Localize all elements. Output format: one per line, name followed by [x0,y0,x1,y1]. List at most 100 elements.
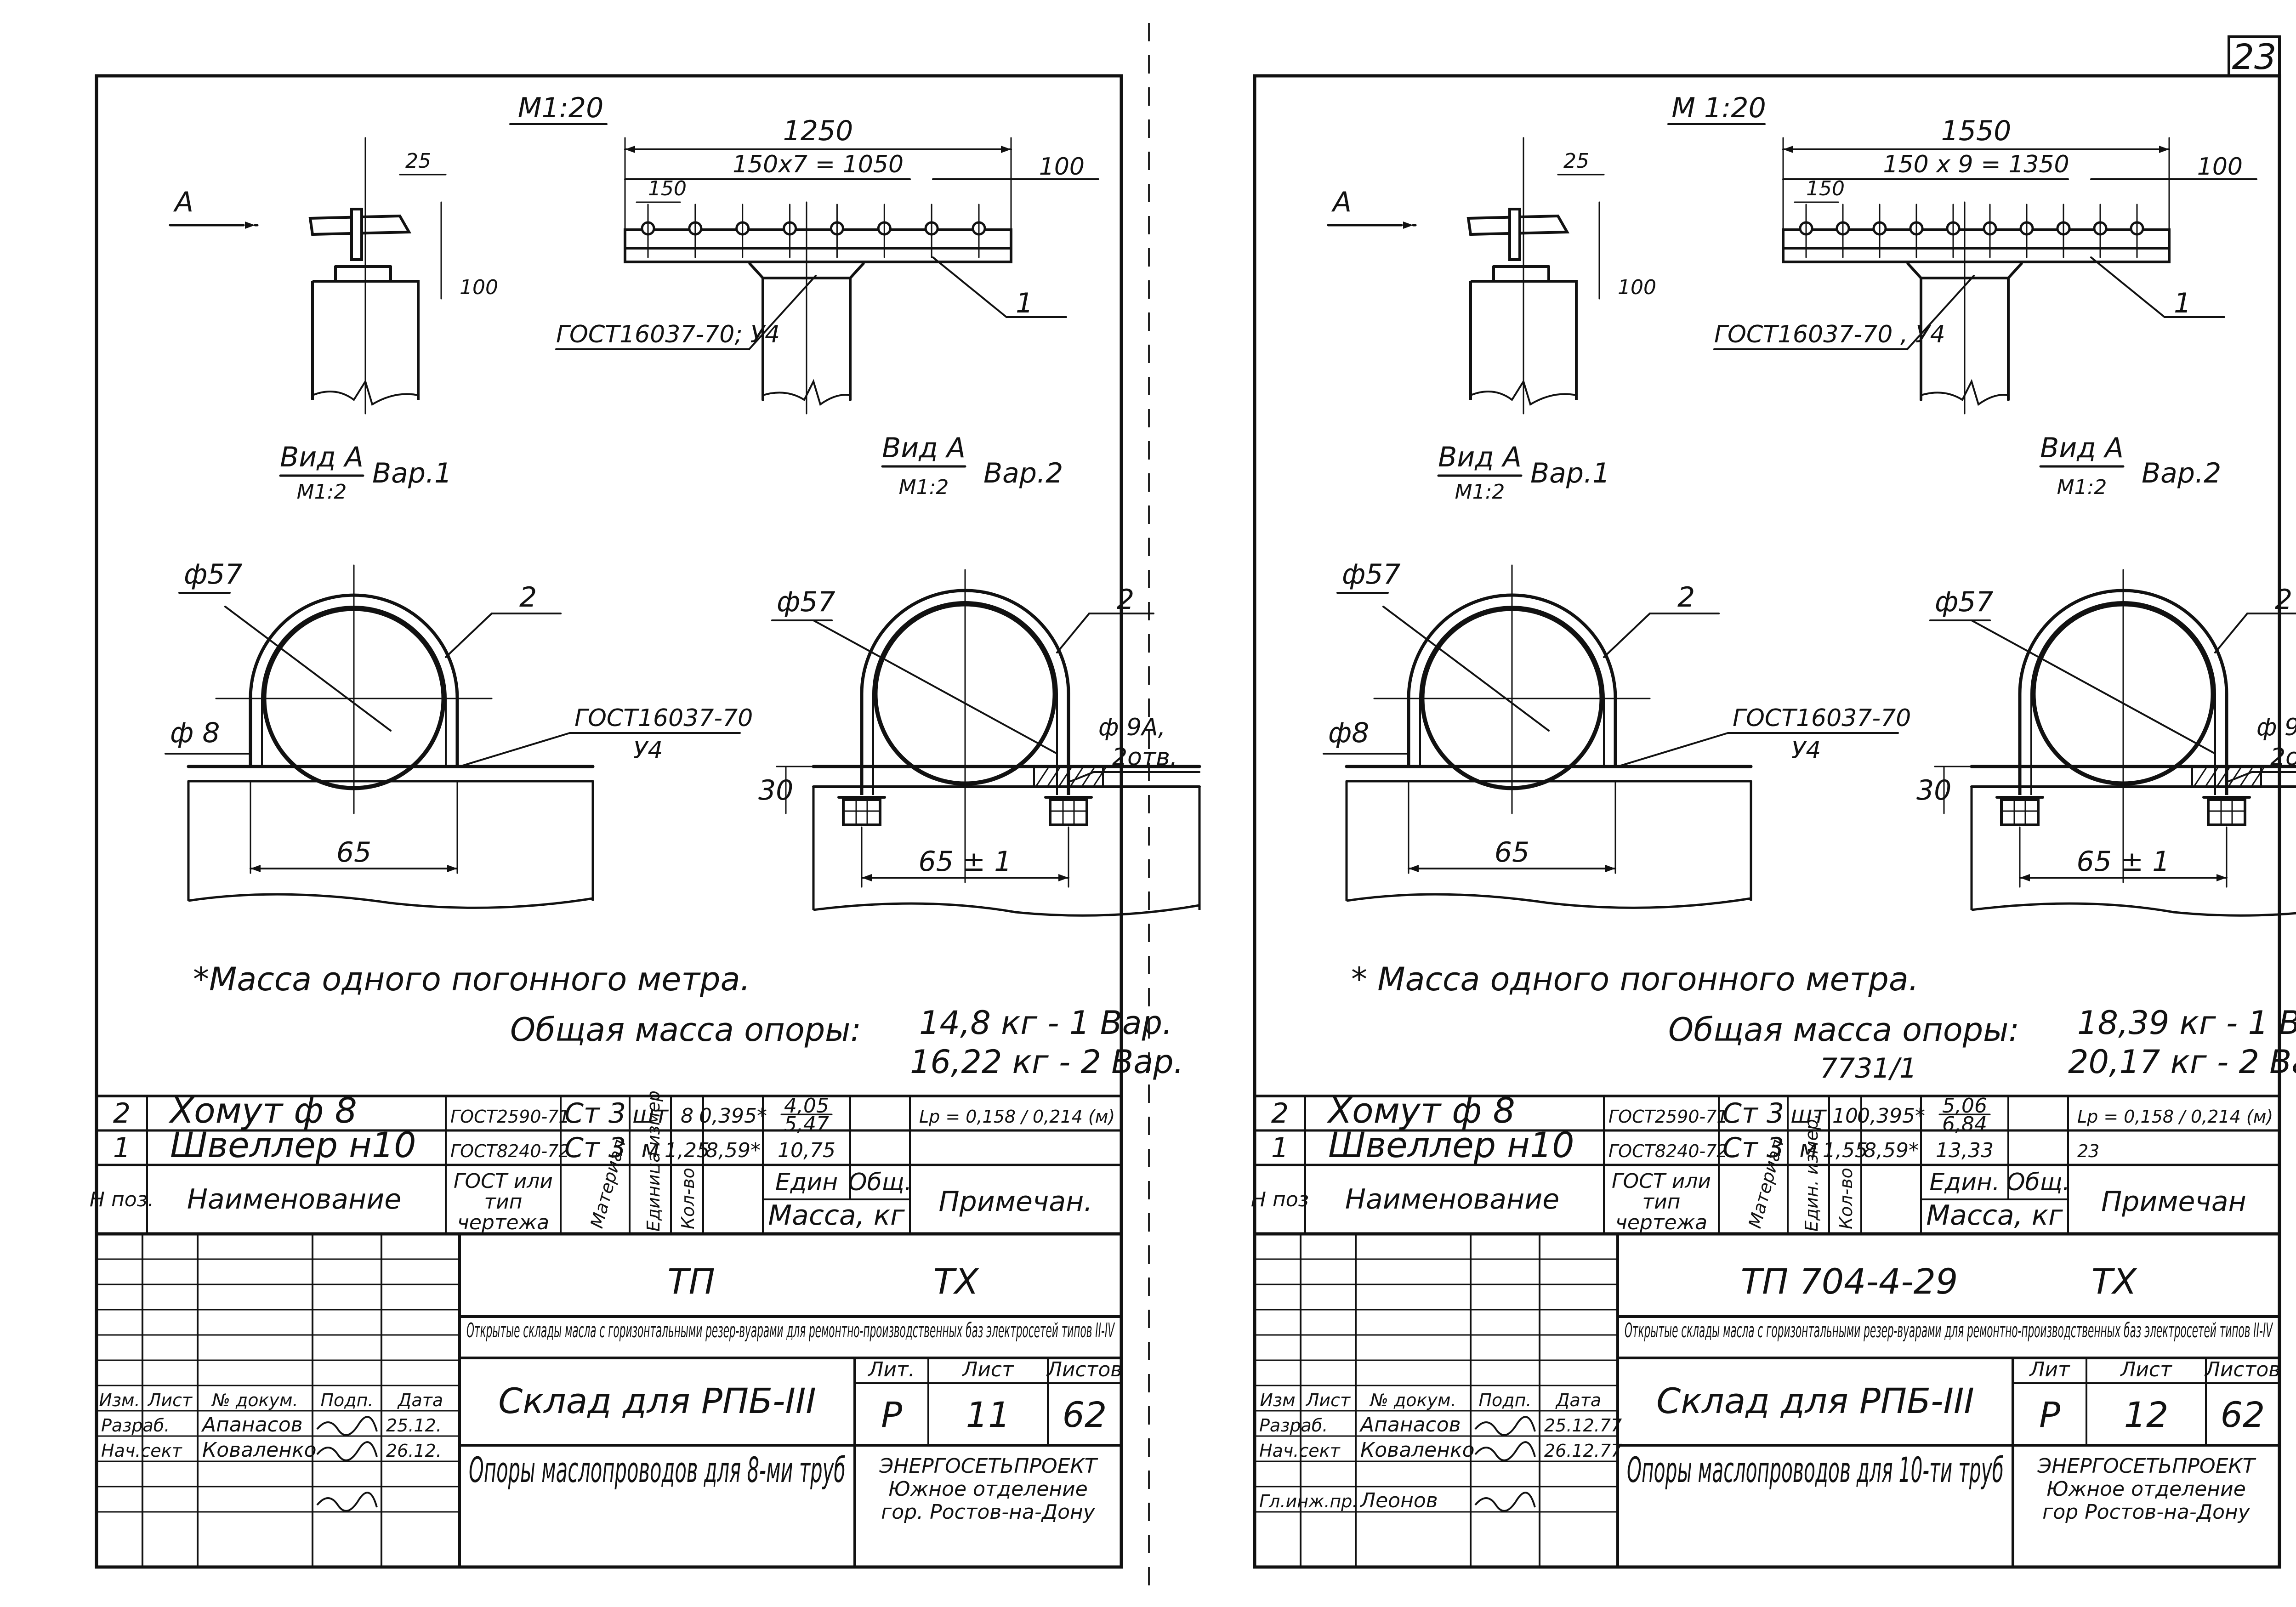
dim-series: 150x7 = 1050 [733,151,904,178]
tb-project: Открытые склады масла с горизонтальными … [466,1319,1115,1342]
tb-role-1: Разраб. [1259,1415,1328,1436]
spec-note: 23 [2077,1141,2099,1161]
view-a-var2-title: Вид А [2040,432,2124,464]
weld-note-var1: ГОСТ16037-70 [574,704,753,732]
tb-role-1: Разраб. [101,1415,170,1436]
signature [316,1441,378,1461]
spec-qty: 1,25 [665,1139,710,1162]
tb-date-2: 26.12.77 [1544,1441,1622,1461]
tb-sheet-name: Склад для РПБ-III [1656,1380,1974,1421]
spec-pos: 1 [1271,1132,1289,1164]
tb-org2: Южное отделение [888,1477,1088,1501]
tb-name-1: Апанасов [201,1413,303,1437]
spec-hdr-mass-total: Общ. [2006,1169,2070,1196]
spec-unit-mass: 0,395* [1857,1104,1925,1128]
spec-gost: ГОСТ2590-71 [450,1107,570,1127]
tb-name-2: Коваленко [1360,1438,1475,1462]
sheet-frame [95,74,1123,1569]
weld-code-var1: У4 [1791,737,1821,764]
dim-overall: 1550 [1941,115,2012,147]
dim-series: 150 x 9 = 1350 [1883,151,2069,178]
total-mass-var1: 14,8 кг - 1 Вар. [919,1004,1172,1042]
dim-65-tol: 65 ± 1 [2077,846,2170,878]
stamp-extra-number: 7731/1 [1820,1052,1917,1085]
spec-unit: м [641,1136,659,1163]
dim-30: 30 [1916,774,1951,806]
spec-hdr-unit: Един. измер. [1802,1113,1822,1232]
view-a-var2-variant: Вар.2 [2142,457,2221,489]
dim-30: 30 [758,774,793,806]
tb-list: 11 [966,1394,1011,1435]
view-a-var1-title: Вид А [1438,441,1522,473]
signature [316,1492,378,1512]
spec-material: Ст 3 [1722,1097,1784,1130]
mass-note: * Масса одного погонного метра. [1351,960,1919,998]
scale-main: M 1:20 [1671,92,1766,124]
dim-end: 100 [2197,153,2243,181]
tb-lit: Р [2039,1394,2060,1435]
nut [842,798,881,826]
scale-main: M1:20 [518,92,604,124]
spec-hdr-qty: Кол-во [1836,1168,1856,1229]
tb-lit-hdr: Лит [2029,1358,2070,1381]
tb-col-doc: № докум. [1369,1390,1456,1410]
nut [1049,798,1088,826]
position-1-label: 1 [2174,287,2191,319]
spec-pos: 2 [113,1097,131,1130]
dim-65-var1: 65 [1495,836,1529,869]
rod-diameter: ф8 [1328,717,1369,749]
spec-name: Хомут ф 8 [168,1090,357,1131]
tb-listov-hdr: Листов [2204,1358,2280,1381]
weld-code-var1: У4 [633,737,663,764]
pipe-diameter-var2: ф57 [777,586,835,618]
view-a-var1-variant: Вар.1 [372,457,452,489]
total-mass-label: Общая масса опоры: [510,1011,861,1049]
tb-role-2: Нач.сект [101,1441,183,1461]
spec-hdr-mass-unit: Един [775,1169,838,1196]
tb-project: Открытые склады масла с горизонтальными … [1625,1319,2273,1342]
spec-total-b: 6,84 [1942,1113,1987,1136]
spec-qty: 10 [1832,1104,1858,1128]
spec-material: Ст 3 [564,1097,626,1130]
view-a-var1-variant: Вар.1 [1530,457,1610,489]
spec-hdr-mass-total: Общ. [848,1169,912,1196]
spec-note: Lр = 0,158 / 0,214 (м) [919,1107,1115,1127]
sheet-frame [1253,74,2281,1569]
tb-list: 12 [2124,1394,2169,1435]
spec-hdr-name: Наименование [1345,1183,1559,1215]
tb-name-2: Коваленко [202,1438,317,1462]
tb-date-2: 26.12. [386,1441,442,1461]
tb-code2: ТХ [2091,1261,2137,1302]
spec-hdr-pos: Н поз [1251,1188,1309,1211]
tb-name-1: Апанасов [1359,1413,1461,1437]
spec-gost: ГОСТ2590-71 [1608,1107,1728,1127]
hole-spec: ф 9 А1 [2256,714,2296,741]
dim-pitch: 150 [648,177,687,200]
tb-org1: ЭНЕРГОСЕТЬПРОЕКТ [879,1454,1098,1478]
spec-hdr-note: Примечан [2101,1186,2246,1218]
tb-drawing: Опоры маслопроводов для 8-ми труб [469,1449,846,1490]
spec-hdr-note: Примечан. [939,1186,1093,1218]
position-2-var2: 2 [2275,584,2292,616]
dim-height: 100 [1618,276,1656,299]
total-mass-var2: 16,22 кг - 2 Вар. [910,1043,1184,1081]
weld-note-gost: ГОСТ16037-70; У4 [556,321,780,348]
spec-unit-mass: 8,59* [1864,1139,1919,1162]
tb-col-izm: Изм. [99,1390,140,1410]
tb-org3: гор Ростов-на-Дону [2042,1500,2251,1524]
dim-pitch: 150 [1806,177,1845,200]
dim-65-tol: 65 ± 1 [919,846,1012,878]
spec-hdr-gost: чертежа [1615,1211,1707,1234]
view-a-var2-scale: М1:2 [899,476,949,499]
view-a-var1-title: Вид А [280,441,364,473]
spec-qty: 8 [681,1104,693,1128]
view-a-var2-variant: Вар.2 [983,457,1063,489]
spec-hdr-mass-unit: Един. [1929,1169,2000,1196]
spec-material: Ст 3 [1722,1132,1784,1164]
dim-65-var1: 65 [336,836,371,869]
tb-org1: ЭНЕРГОСЕТЬПРОЕКТ [2037,1454,2256,1478]
weld-note-var1: ГОСТ16037-70 [1733,704,1911,732]
pipe-diameter-var2: ф57 [1935,586,1994,618]
